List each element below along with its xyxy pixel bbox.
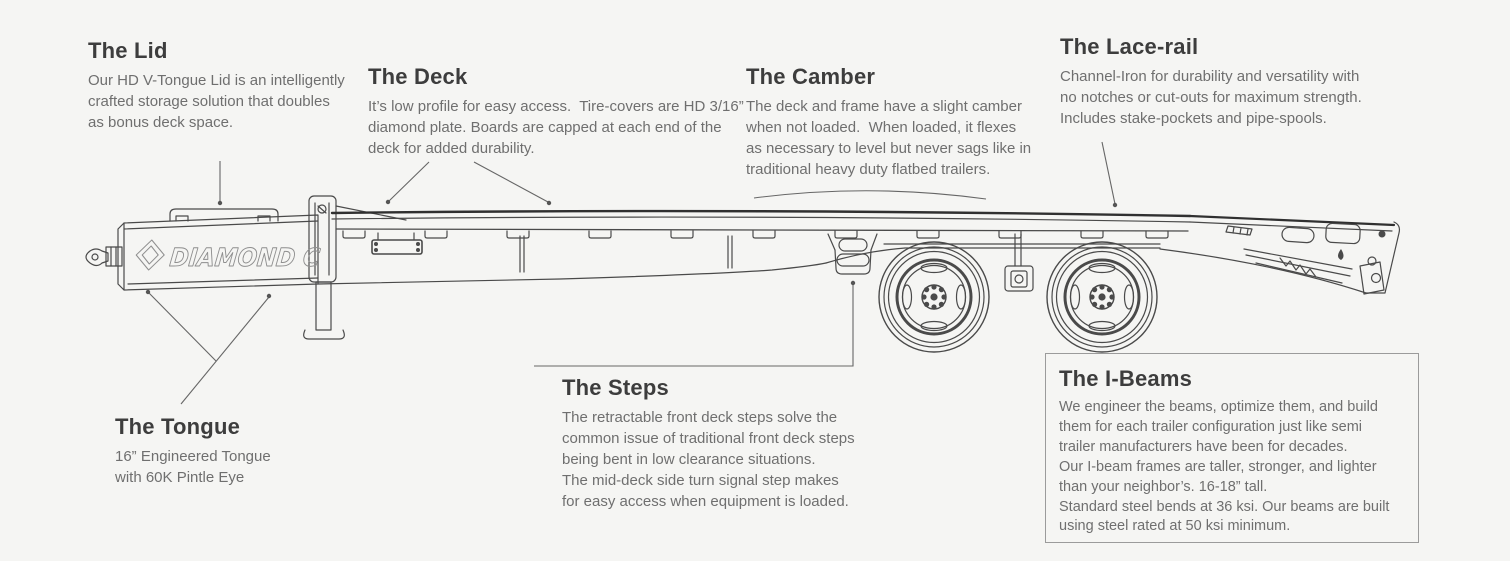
callout-lid: The Lid Our HD V-Tongue Lid is an intell… <box>88 38 345 133</box>
callout-lace-rail: The Lace-rail Channel-Iron for durabilit… <box>1060 34 1362 129</box>
beavertail <box>1159 214 1401 295</box>
ibeam-frame <box>317 235 1161 285</box>
callout-i-beams: The I-Beams We engineer the beams, optim… <box>1045 353 1419 543</box>
lid-body: Our HD V-Tongue Lid is an intelligently … <box>88 72 345 132</box>
callout-tongue: The Tongue 16” Engineered Tongue with 60… <box>115 414 271 488</box>
lid-title: The Lid <box>88 38 168 63</box>
callout-steps: The Steps The retractable front deck ste… <box>562 375 855 512</box>
leader-line-lace-rail <box>1101 141 1118 208</box>
brand-logo-text: DIAMOND C <box>168 243 322 272</box>
tongue-body: 16” Engineered Tongue with 60K Pintle Ey… <box>115 448 271 487</box>
i-beams-body: We engineer the beams, optimize them, an… <box>1059 399 1390 535</box>
tongue-title: The Tongue <box>115 414 241 439</box>
lace-rail-title: The Lace-rail <box>1060 34 1199 59</box>
steps-title: The Steps <box>562 375 669 400</box>
leader-line-steps <box>534 280 856 367</box>
camber-arc-line <box>753 190 987 200</box>
leader-line-tongue <box>145 289 272 405</box>
front-wheel <box>877 240 991 354</box>
suspension-hanger <box>1004 233 1034 292</box>
leader-line-deck <box>385 161 552 206</box>
deck-title: The Deck <box>368 64 468 89</box>
steps-body: The retractable front deck steps solve t… <box>562 409 855 511</box>
pintle-eye <box>85 246 123 267</box>
deck-rail <box>330 209 1192 232</box>
rear-wheel <box>1045 240 1159 354</box>
jack-post <box>303 195 407 340</box>
lace-rail-body: Channel-Iron for durability and versatil… <box>1060 68 1362 128</box>
camber-title: The Camber <box>746 64 876 89</box>
camber-body: The deck and frame have a slight camber … <box>746 98 1032 179</box>
leader-line-lid <box>217 161 223 206</box>
callout-deck: The Deck It’s low profile for easy acces… <box>368 64 744 159</box>
brand-logo: DIAMOND C <box>135 239 323 272</box>
deck-body: It’s low profile for easy access. Tire-c… <box>368 98 744 158</box>
diamond-icon <box>135 239 165 271</box>
i-beams-title: The I-Beams <box>1059 366 1193 391</box>
tongue-lid <box>169 208 279 222</box>
front-step <box>371 232 423 255</box>
stake-pockets <box>342 230 1169 239</box>
callout-camber: The Camber The deck and frame have a sli… <box>746 64 1031 180</box>
mid-deck-step <box>827 233 878 275</box>
